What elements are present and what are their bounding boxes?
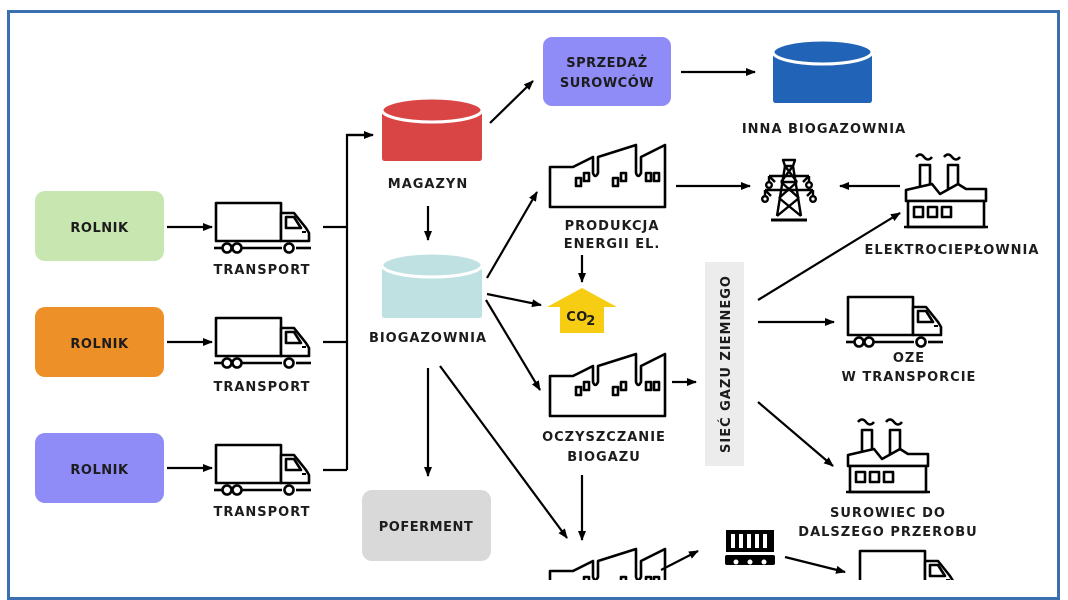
purification-line1: OCZYSZCZANIE	[542, 430, 666, 445]
arrow-container-truck	[784, 555, 846, 574]
arrow-biogas-liquefaction	[439, 365, 568, 539]
factory-icon	[548, 143, 667, 209]
farmer-label: ROLNIK	[70, 337, 129, 352]
digestate-box: POFERMENT	[362, 490, 491, 561]
biogas-plant-cylinder-icon	[380, 251, 484, 318]
truck-icon	[212, 201, 313, 254]
truck-icon	[856, 549, 957, 580]
industrial-plant-icon	[844, 418, 932, 494]
truck-icon	[844, 295, 945, 348]
tank-container-icon	[725, 530, 775, 565]
farmer-box-3: ROLNIK	[35, 433, 164, 503]
further-processing-line2: DALSZEGO PRZEROBU	[798, 525, 977, 540]
farmer-label: ROLNIK	[70, 221, 129, 236]
farmer-box-2: ROLNIK	[35, 307, 164, 377]
further-processing-line1: SUROWIEC DO	[830, 506, 946, 521]
arrow-gasgrid-chp	[757, 212, 901, 301]
co2-label: CO	[566, 310, 588, 325]
gas-grid-label: SIEĆ GAZU ZIEMNEGO	[718, 275, 734, 453]
co2-emission-arrow-icon: CO 2	[547, 288, 617, 333]
farmer-box-1: ROLNIK	[35, 191, 164, 261]
arrow-factory-container	[660, 550, 699, 571]
arrow-biogas-co2	[486, 292, 542, 308]
arrow-biogas-power	[486, 191, 538, 279]
power-production-line1: PRODUKCJA	[565, 219, 660, 234]
transport-label: TRANSPORT	[213, 380, 310, 395]
storage-cylinder-icon	[380, 96, 484, 161]
purification-line2: BIOGAZU	[567, 450, 641, 465]
truck-icon	[212, 316, 313, 369]
raw-sale-line1: SPRZEDAŻ	[566, 55, 648, 71]
chp-plant-label: ELEKTROCIEPŁOWNIA	[865, 243, 1040, 258]
res-transport-line1: OZE	[893, 351, 925, 366]
raw-material-sale-box: SPRZEDAŻ SUROWCÓW	[543, 37, 671, 106]
arrow-biogas-purification	[485, 299, 541, 391]
gas-grid-bar: SIEĆ GAZU ZIEMNEGO	[705, 262, 744, 466]
power-production-line2: ENERGII EL.	[564, 237, 661, 252]
power-plant-icon	[902, 153, 990, 229]
transport-label: TRANSPORT	[213, 263, 310, 278]
arrow-gasgrid-processing	[757, 401, 834, 467]
factory-icon	[548, 352, 667, 418]
arrow-storage-sale	[489, 80, 534, 124]
transport-label: TRANSPORT	[213, 505, 310, 520]
res-transport-line2: W TRANSPORCIE	[842, 370, 977, 385]
storage-label: MAGAZYN	[388, 177, 468, 192]
factory-icon	[548, 547, 667, 580]
raw-sale-line2: SUROWCÓW	[560, 75, 654, 91]
farmer-label: ROLNIK	[70, 463, 129, 478]
co2-subscript: 2	[586, 314, 596, 329]
power-pylon-icon	[761, 158, 818, 222]
collector-line	[323, 133, 372, 472]
other-biogas-plant-label: INNA BIOGAZOWNIA	[742, 122, 906, 137]
other-biogas-plant-cylinder-icon	[771, 38, 874, 103]
digestate-label: POFERMENT	[379, 520, 473, 535]
biogas-plant-label: BIOGAZOWNIA	[369, 331, 487, 346]
biogas-flow-diagram: ROLNIK ROLNIK ROLNIK TRANSPORT TRANSPORT…	[35, 37, 1040, 580]
truck-icon	[212, 443, 313, 496]
